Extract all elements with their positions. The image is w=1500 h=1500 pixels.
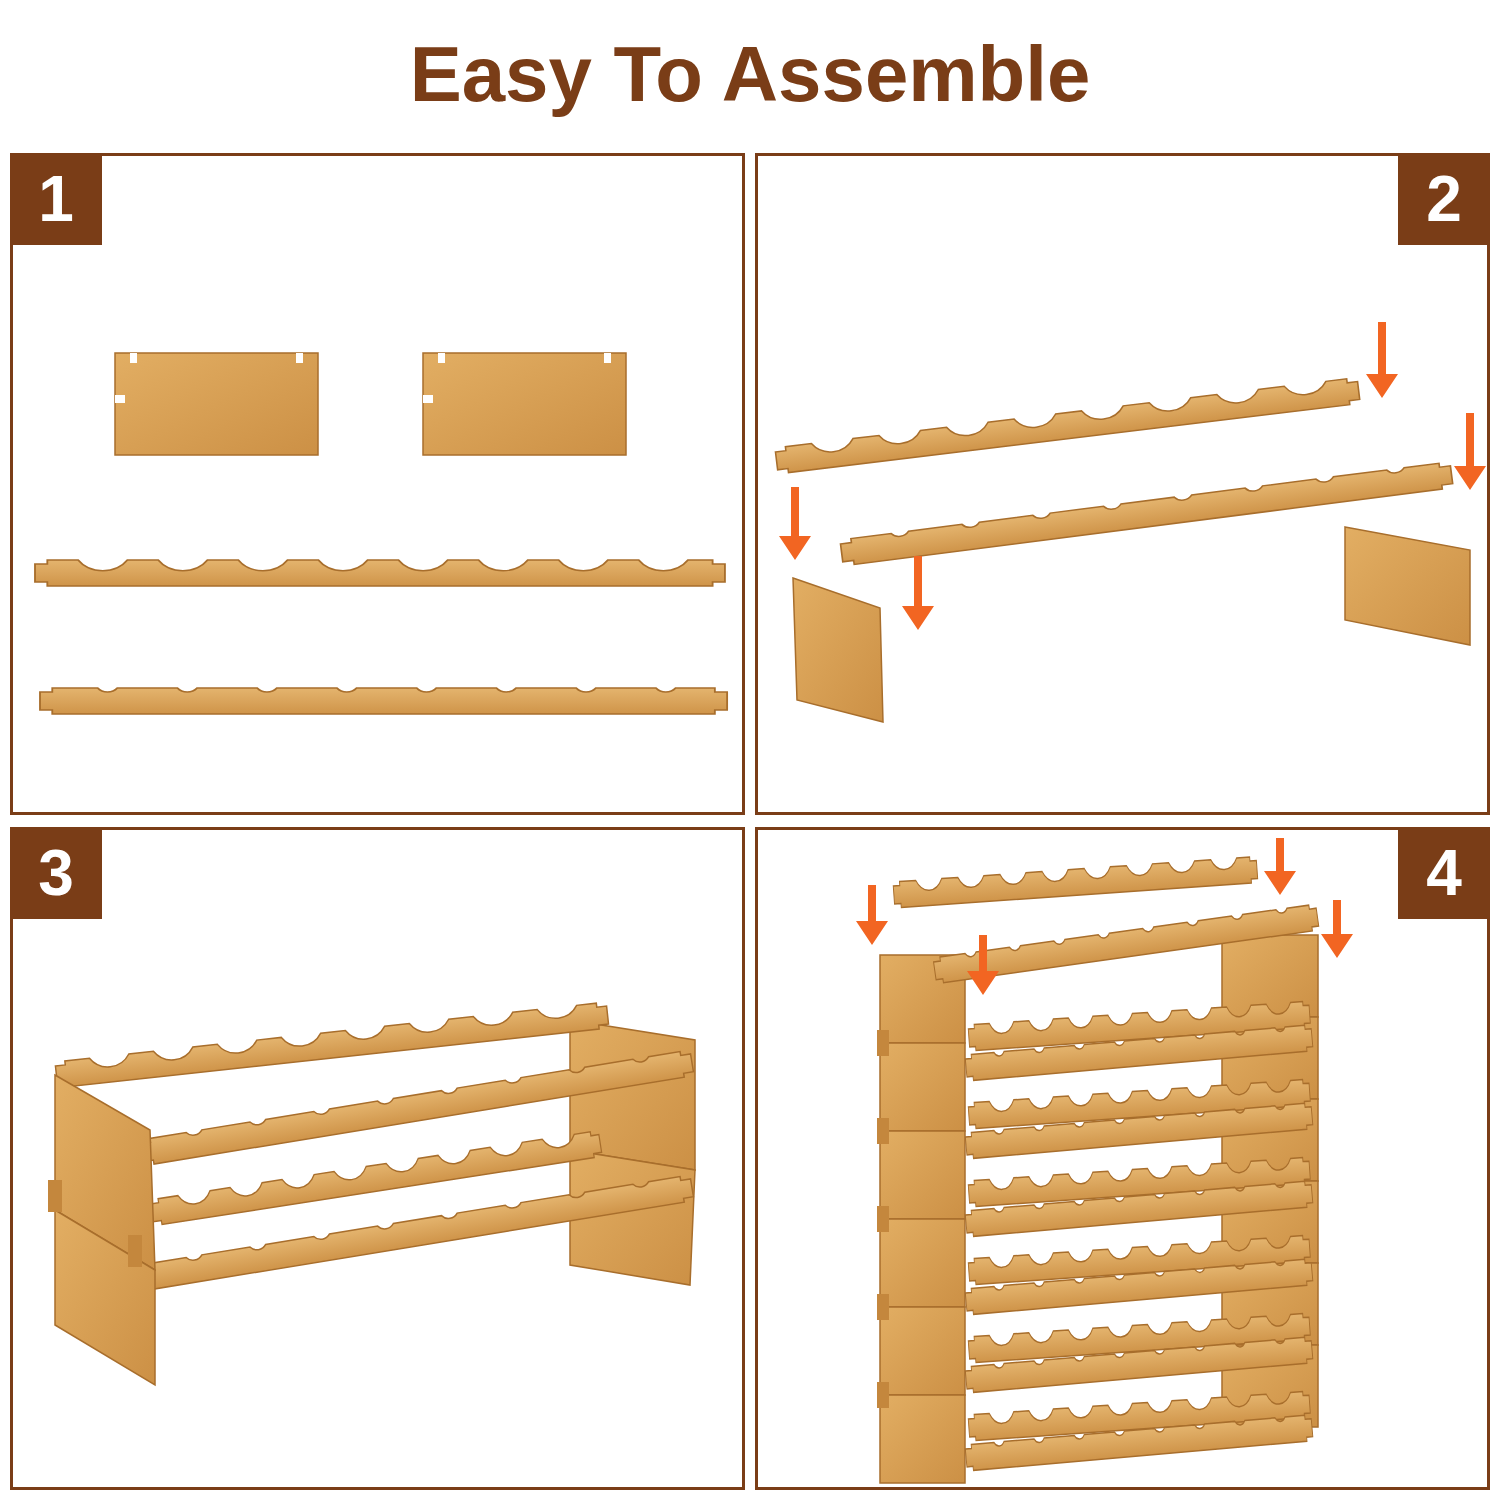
side-board [880, 1219, 965, 1307]
board-slot [115, 395, 125, 403]
step-panel: 2 [755, 153, 1490, 815]
board-tab [877, 1382, 889, 1408]
step-number: 3 [10, 827, 102, 919]
scalloped-rail [965, 1025, 1313, 1081]
board-tab [877, 1030, 889, 1056]
page-title: Easy To Assemble [0, 26, 1500, 122]
board-tab [128, 1235, 142, 1267]
down-arrow [779, 487, 811, 560]
side-board [793, 578, 883, 722]
scalloped-rail [55, 1002, 609, 1088]
down-arrow [1454, 413, 1486, 490]
down-arrow [1264, 838, 1296, 895]
board-slot [438, 353, 445, 363]
scalloped-rail [140, 1175, 694, 1291]
down-arrow [856, 885, 888, 945]
side-board [115, 353, 318, 455]
step-panel: 3 [10, 827, 745, 1490]
scalloped-rail [140, 1050, 694, 1166]
two-tier-rack [48, 1002, 695, 1385]
step-number: 2 [1398, 153, 1490, 245]
parts-layout [35, 353, 727, 714]
scalloped-rail [965, 1415, 1313, 1471]
side-board [1222, 935, 1318, 1017]
scalloped-rail [40, 688, 727, 714]
step-number: 1 [10, 153, 102, 245]
scalloped-rail [965, 1103, 1313, 1159]
side-board [880, 1307, 965, 1395]
down-arrow [1366, 322, 1398, 398]
board-slot [604, 353, 611, 363]
down-arrow [902, 556, 934, 630]
scalloped-rail [775, 378, 1360, 474]
side-board [880, 1043, 965, 1131]
board-slot [423, 395, 433, 403]
scalloped-rail [965, 1259, 1313, 1315]
step-panel: 1 [10, 153, 745, 815]
board-slot [130, 353, 137, 363]
scalloped-rail [893, 857, 1258, 908]
step-panel: 4 [755, 827, 1490, 1490]
board-tab [48, 1180, 62, 1212]
step-two-illustration [775, 322, 1486, 722]
scalloped-rail [35, 560, 725, 586]
side-board [55, 1210, 155, 1385]
down-arrow [1321, 900, 1353, 958]
step-number: 4 [1398, 827, 1490, 919]
board-tab [877, 1294, 889, 1320]
scalloped-rail [965, 1181, 1313, 1237]
side-board [1345, 527, 1470, 645]
side-board [880, 1395, 965, 1483]
board-slot [296, 353, 303, 363]
board-tab [877, 1206, 889, 1232]
scalloped-rail [965, 1337, 1313, 1393]
side-board [423, 353, 626, 455]
side-board [880, 1131, 965, 1219]
down-arrow [967, 935, 999, 995]
six-tier-rack [856, 838, 1353, 1483]
board-tab [877, 1118, 889, 1144]
